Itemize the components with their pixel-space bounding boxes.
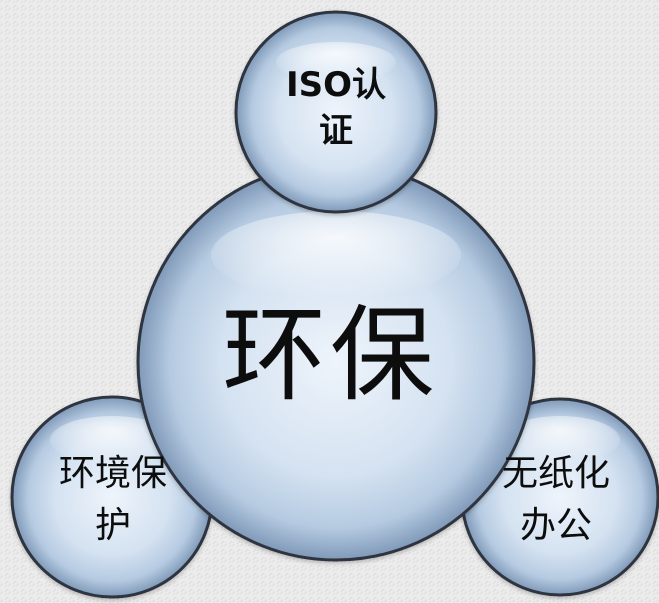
top-bubble — [234, 10, 438, 214]
center-bubble — [136, 162, 536, 562]
